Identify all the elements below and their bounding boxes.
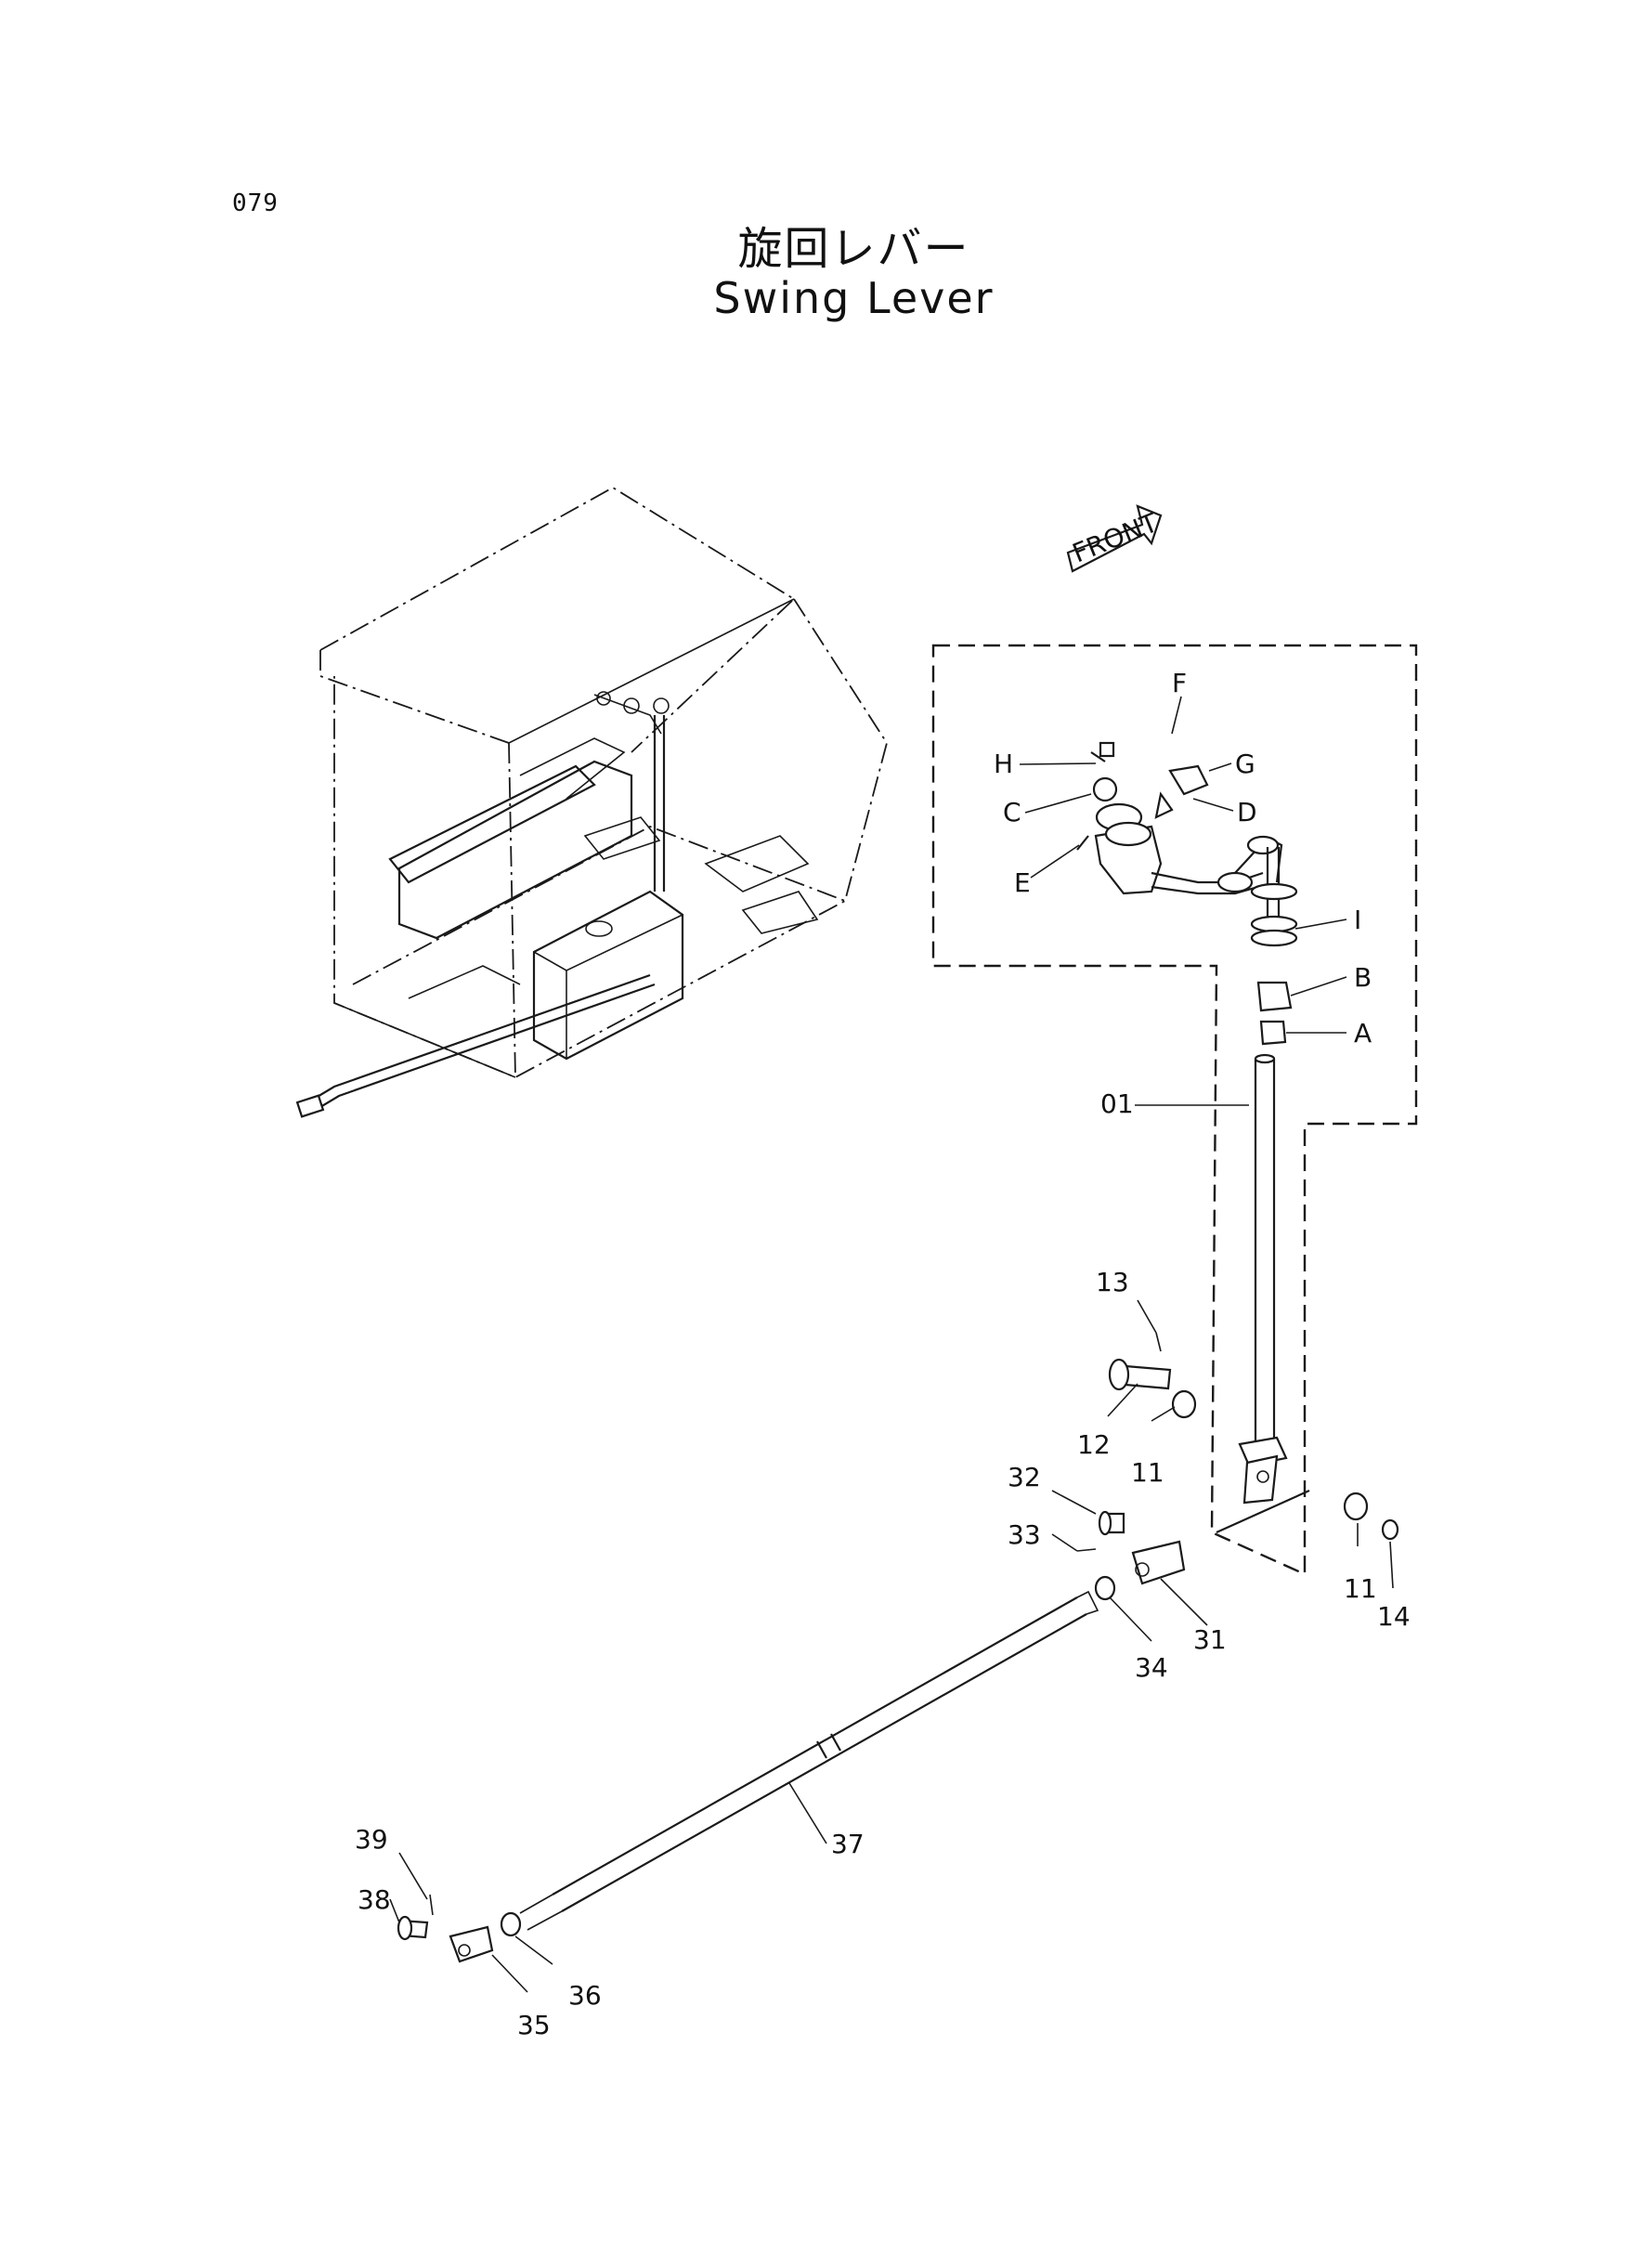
lever-shaft <box>1216 1053 1310 1534</box>
lever-head-components <box>1076 741 1298 1046</box>
callout-37: 37 <box>831 1829 865 1859</box>
callout-35: 35 <box>517 2010 551 2040</box>
front-label: FRONT <box>1068 507 1163 569</box>
callout-13: 13 <box>1096 1267 1129 1297</box>
pivot-parts <box>1076 1332 1399 1601</box>
callout-G: G <box>1235 749 1255 779</box>
callout-B: B <box>1354 962 1372 993</box>
title-japanese: 旋回レバー <box>737 223 970 275</box>
callout-D: D <box>1237 797 1257 827</box>
callout-39: 39 <box>355 1824 388 1855</box>
callout-31: 31 <box>1193 1624 1227 1655</box>
callout-38: 38 <box>358 1884 391 1915</box>
callout-H: H <box>994 749 1013 779</box>
cab-assembly-drawing <box>295 486 888 1118</box>
callout-34: 34 <box>1135 1652 1168 1683</box>
callout-33: 33 <box>1008 1519 1041 1550</box>
callout-A: A <box>1354 1018 1372 1049</box>
title-english: Swing Lever <box>713 273 995 323</box>
callout-32: 32 <box>1008 1462 1041 1492</box>
callout-I: I <box>1354 905 1361 935</box>
callout-E: E <box>1014 867 1031 898</box>
callout-12: 12 <box>1077 1429 1111 1460</box>
callout-C: C <box>1003 797 1021 827</box>
callout-F: F <box>1172 668 1187 698</box>
callout-36: 36 <box>568 1980 602 2011</box>
lever-assembly-boundary <box>931 644 1418 1576</box>
callout-11-a: 11 <box>1131 1457 1164 1488</box>
leader-lines <box>389 696 1394 1993</box>
callout-01: 01 <box>1100 1088 1134 1119</box>
connecting-rod <box>397 1590 1099 1963</box>
front-direction-arrow: FRONT <box>1066 504 1163 573</box>
page-number: 079 <box>232 189 279 217</box>
callout-11-b: 11 <box>1344 1573 1377 1604</box>
callout-14: 14 <box>1377 1601 1411 1632</box>
